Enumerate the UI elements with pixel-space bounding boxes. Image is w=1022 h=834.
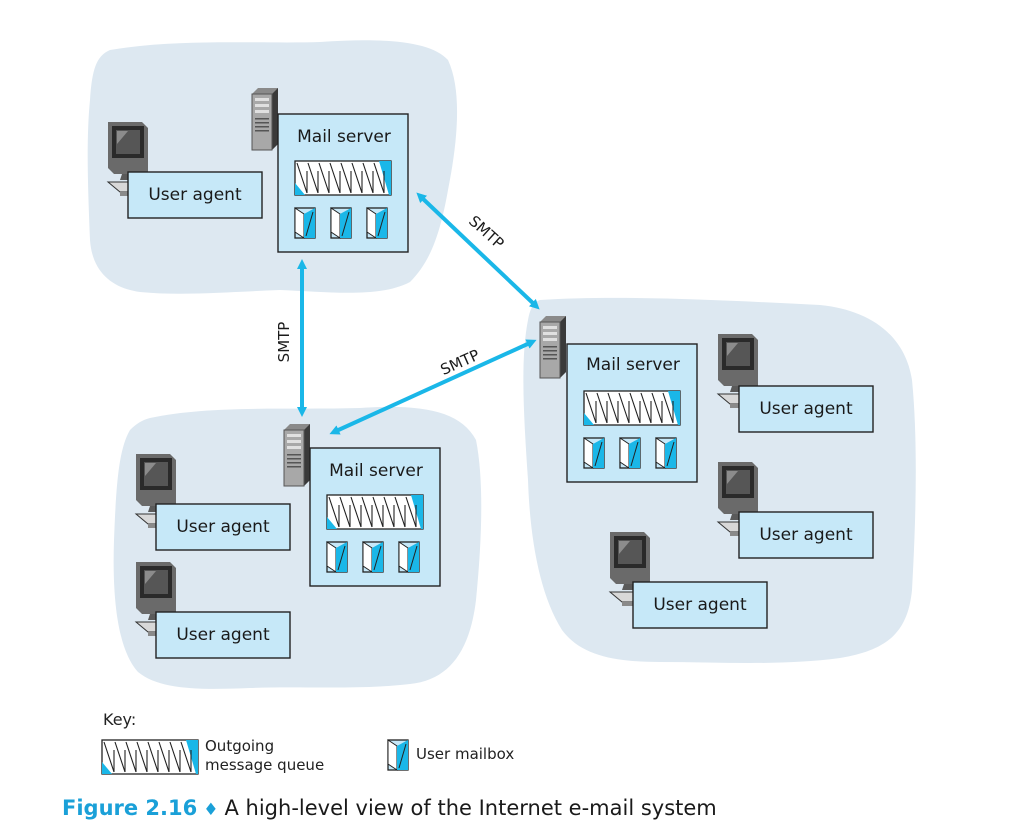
user-agent-box: User agent <box>127 171 263 219</box>
user-agent-box: User agent <box>632 581 768 629</box>
key-queue-icon <box>101 739 199 775</box>
figure-title: A high-level view of the Internet e-mail… <box>224 796 717 820</box>
server-tower-icon <box>283 423 311 487</box>
key-title: Key: <box>103 710 137 729</box>
smtp-label-vertical: SMTP <box>275 322 293 363</box>
mail-server-box: Mail server <box>310 448 440 586</box>
user-agent-label: User agent <box>176 517 270 537</box>
smtp-arrow-top-right <box>416 192 540 310</box>
user-agent-label: User agent <box>759 399 853 419</box>
key-outgoing-queue-label: Outgoing message queue <box>205 737 324 775</box>
user-agent-label: User agent <box>176 625 270 645</box>
key-outgoing-line2: message queue <box>205 756 325 774</box>
mail-server-label: Mail server <box>586 355 680 375</box>
user-agent-box: User agent <box>155 611 291 659</box>
user-agent-box: User agent <box>738 511 874 559</box>
server-tower-icon <box>539 315 567 379</box>
diamond-separator-icon: ♦ <box>203 800 219 820</box>
mail-server-label: Mail server <box>297 127 391 147</box>
figure-caption: Figure 2.16♦A high-level view of the Int… <box>62 796 717 820</box>
key-mailbox-icon <box>387 739 409 771</box>
mail-server-box: Mail server <box>278 114 408 252</box>
user-agent-label: User agent <box>759 525 853 545</box>
key-outgoing-line1: Outgoing <box>205 737 275 755</box>
user-agent-box: User agent <box>155 503 291 551</box>
user-agent-label: User agent <box>148 185 242 205</box>
key-user-mailbox-label: User mailbox <box>416 745 515 763</box>
smtp-arrow-bottom-right <box>329 339 537 435</box>
mail-server-label: Mail server <box>329 461 423 481</box>
figure-number: Figure 2.16 <box>62 796 198 820</box>
mail-server-box: Mail server <box>567 344 697 482</box>
server-tower-icon <box>251 87 279 151</box>
user-agent-label: User agent <box>653 595 747 615</box>
user-agent-box: User agent <box>738 385 874 433</box>
